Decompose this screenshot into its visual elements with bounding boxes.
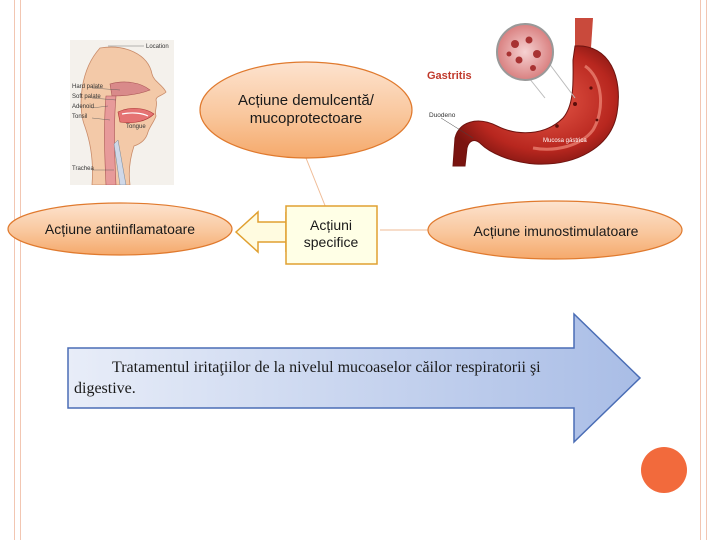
- throat-label-soft-palate: Soft palate: [72, 94, 101, 100]
- throat-label-tongue: Tongue: [126, 124, 146, 130]
- gastritis-title: Gastritis: [427, 70, 472, 82]
- node-left-text: Acțiune antiinflamatoare: [44, 220, 196, 237]
- stomach-label-mucosa: Mucosa gástrica: [543, 138, 587, 144]
- slide-border-left-inner: [20, 0, 21, 540]
- connector-center-top: [305, 157, 327, 209]
- slide-border-left: [14, 0, 15, 540]
- accent-circle: [641, 447, 687, 493]
- slide-border-right-inner: [700, 0, 701, 540]
- throat-anatomy-image: Location Hard palate Soft palate Adenoid…: [70, 40, 174, 186]
- node-center-text: Acțiuni specifice: [303, 217, 359, 250]
- center-box: [285, 205, 378, 265]
- treatment-text: Tratamentul iritaţiilor de la nivelul mu…: [74, 359, 541, 397]
- left-ellipse: [7, 202, 233, 256]
- throat-label-trachea: Trachea: [72, 166, 94, 172]
- node-top-text: Acțiune demulcentă/ mucoprotectoare: [238, 92, 374, 127]
- treatment-arrow: [67, 312, 642, 444]
- throat-label-adenoid: Adenoid: [72, 104, 95, 110]
- double-arrow-connector: [234, 210, 287, 254]
- throat-label-hard-palate: Hard palate: [72, 84, 104, 90]
- throat-label-location: Location: [146, 44, 169, 50]
- stomach-gastritis-image: Gastritis Duodeno Mucosa gástrica: [425, 18, 625, 170]
- slide-border-right: [706, 0, 707, 540]
- throat-label-tonsil: Tonsil: [72, 114, 88, 120]
- stomach-label-duodenum: Duodeno: [429, 112, 456, 119]
- node-right-text: Acțiune imunostimulatoare: [473, 222, 639, 239]
